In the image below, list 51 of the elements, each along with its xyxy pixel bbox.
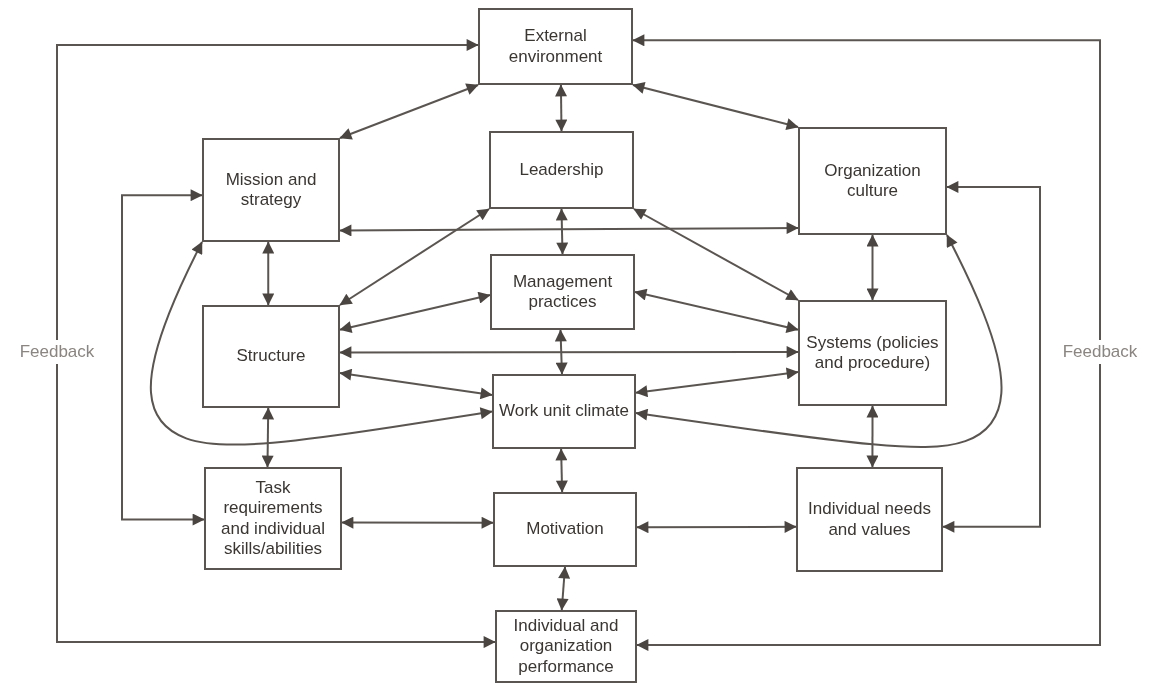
arrow — [121, 189, 205, 526]
arrow — [634, 288, 799, 333]
arrow — [632, 82, 799, 130]
node-label: External environment — [507, 26, 604, 67]
arrow — [554, 329, 568, 375]
arrow — [866, 405, 879, 468]
process-box — [490, 254, 635, 330]
arrow — [149, 241, 493, 446]
process-box — [204, 467, 342, 570]
node-label: Leadership — [519, 159, 604, 181]
node-label: Motivation — [526, 519, 604, 540]
arrow — [339, 83, 479, 140]
process-box — [796, 467, 943, 572]
arrow — [942, 180, 1041, 533]
arrow — [635, 234, 1003, 449]
node-label: Structure — [236, 346, 306, 367]
arrow — [339, 222, 799, 237]
arrow — [866, 234, 879, 301]
arrow — [632, 34, 1101, 652]
arrow — [555, 448, 568, 493]
arrow — [555, 208, 569, 255]
node-label: Management practices — [511, 271, 614, 313]
arrow — [339, 291, 491, 333]
arrow — [556, 566, 571, 611]
node-label: Organization culture — [823, 160, 922, 202]
arrow — [261, 407, 275, 468]
process-box — [493, 492, 637, 567]
process-box — [495, 610, 637, 683]
arrow — [339, 345, 799, 359]
arrow — [56, 38, 496, 649]
arrow — [339, 368, 493, 400]
process-box — [202, 138, 340, 242]
process-box — [492, 374, 636, 449]
arrow — [555, 84, 568, 132]
arrow — [635, 367, 799, 398]
node-label: Mission and strategy — [224, 169, 318, 211]
process-box — [202, 305, 340, 408]
arrow — [636, 520, 797, 534]
process-box — [489, 131, 634, 209]
node-label: Work unit climate — [498, 401, 630, 422]
process-box — [798, 127, 947, 235]
arrow — [633, 208, 799, 301]
arrow — [262, 241, 275, 306]
arrow — [341, 516, 494, 529]
process-box — [798, 300, 947, 406]
node-label: Individual needs and values — [807, 499, 932, 540]
arrow — [339, 208, 490, 306]
node-label: Systems (policies and procedure) — [805, 332, 940, 374]
node-label: Task requirements and individual skills/abilities — [220, 477, 326, 560]
process-box — [478, 8, 633, 85]
node-label: Individual and organization performance — [512, 615, 620, 678]
